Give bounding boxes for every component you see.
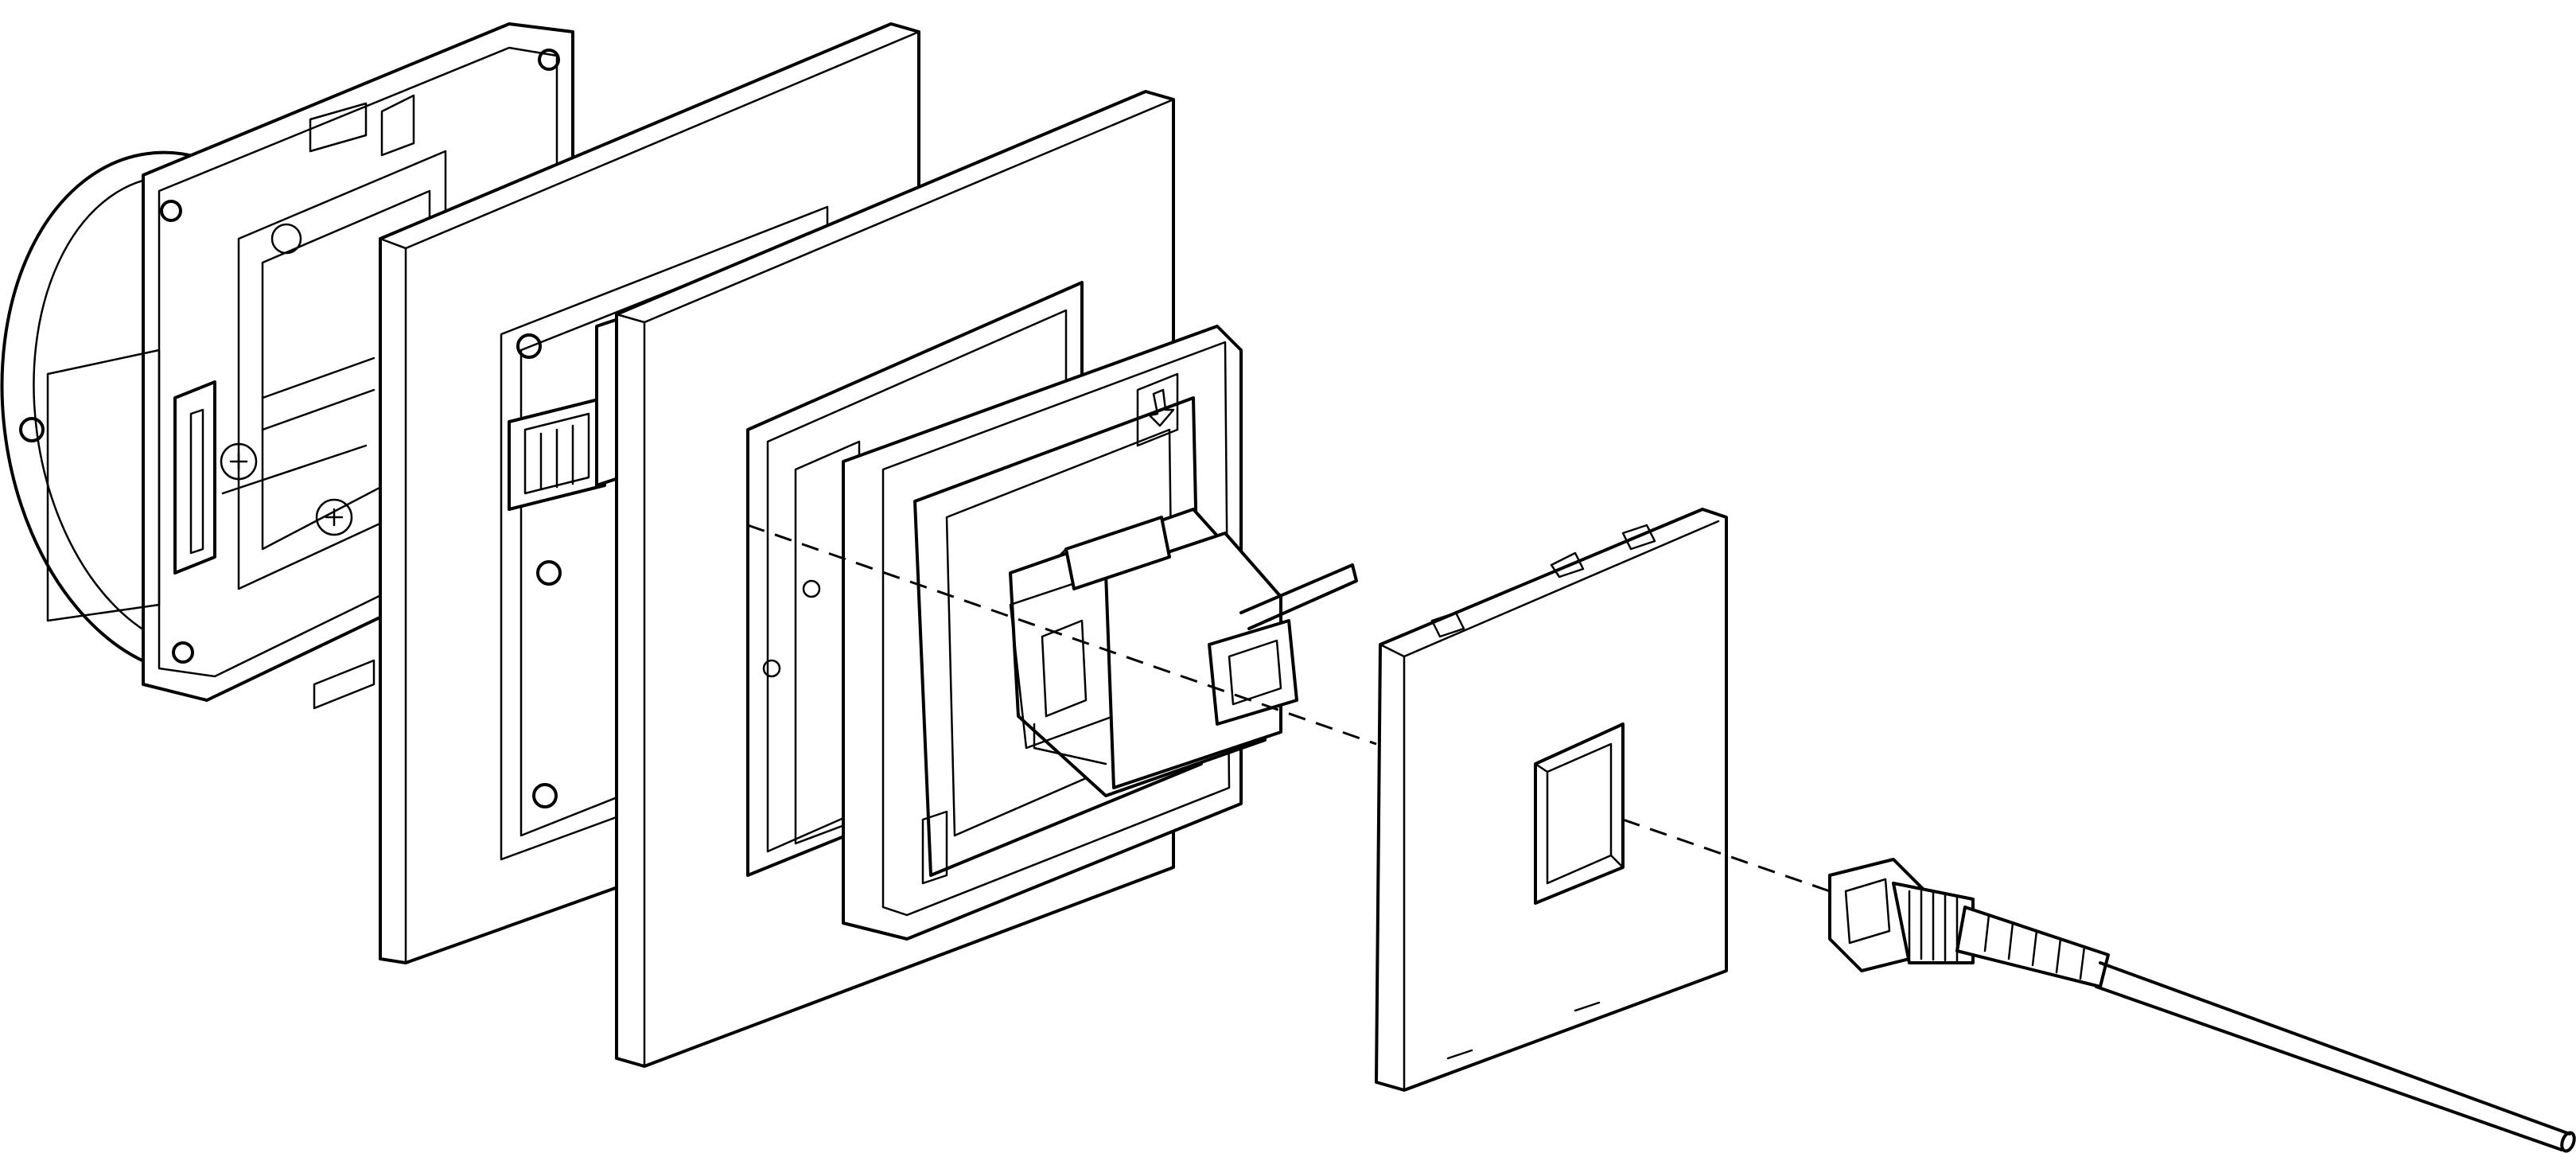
fiber-optic-connector-cable [1828, 858, 2576, 1153]
module-support-with-fiber-adapter [842, 325, 1358, 941]
assembly-axis-line [747, 524, 1831, 893]
front-cover-plate [1375, 508, 1728, 1092]
